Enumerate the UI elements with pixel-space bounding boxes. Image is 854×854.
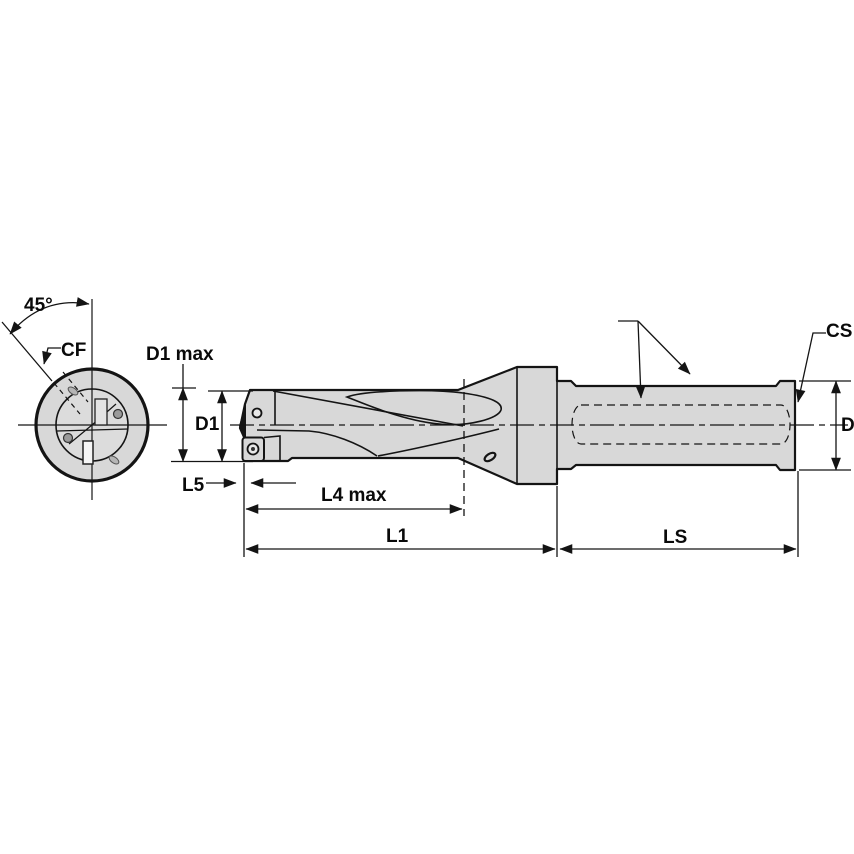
d1-max-label: D1 max <box>146 344 214 365</box>
angle-label: 45° <box>24 295 53 316</box>
flute-helix-line <box>272 390 464 427</box>
angle-annotation: 45° <box>1 295 90 382</box>
pocket-edge-lower <box>263 435 281 461</box>
center-insert-tip <box>239 402 246 440</box>
l5-label: L5 <box>182 475 205 496</box>
flute-lower-helix <box>377 428 500 457</box>
angle-reference-line <box>1 321 53 382</box>
dimension-d: D <box>799 380 854 471</box>
chamfer-hidden-line <box>62 371 89 403</box>
flute-runout <box>344 389 502 426</box>
dimension-l4-max: L4 max <box>245 379 465 516</box>
callout-arrow-flat <box>635 320 646 399</box>
cs-annotation: CS <box>795 321 852 403</box>
angle-arc <box>9 297 90 335</box>
d-label: D <box>841 415 854 436</box>
chamfer-hidden-line <box>53 382 81 415</box>
l4-max-label: L4 max <box>321 485 387 506</box>
shank-flat-hidden <box>571 404 791 445</box>
side-view <box>230 365 848 486</box>
callout-arrow-surface <box>637 320 691 375</box>
dimension-d1-max: D1 max <box>146 344 253 463</box>
l1-label: L1 <box>386 526 409 547</box>
insert-edge-face <box>82 440 94 465</box>
coolant-exit-hole <box>483 451 497 463</box>
front-view <box>18 299 167 500</box>
insert-screw <box>251 407 263 419</box>
coolant-hole <box>67 386 79 396</box>
dimension-ls: LS <box>559 471 799 557</box>
cf-annotation: CF <box>42 340 86 365</box>
cs-label: CS <box>826 321 852 342</box>
dimension-l1: L1 <box>245 486 558 557</box>
clamp-screw <box>62 432 74 444</box>
outer-insert-screw-center <box>251 447 255 451</box>
coolant-hole <box>108 455 120 465</box>
cs-leader <box>795 332 826 403</box>
ls-label: LS <box>663 527 687 548</box>
cf-label: CF <box>61 340 86 361</box>
shank-flat-callout <box>618 320 691 399</box>
dimension-l5: L5 <box>182 463 296 557</box>
d1-label: D1 <box>195 414 220 435</box>
dimension-d1: D1 <box>195 390 253 463</box>
cf-leader <box>42 347 61 365</box>
clamp-screw <box>112 408 124 420</box>
cutting-edge-line <box>56 428 129 432</box>
flute-lower-edge <box>256 429 378 457</box>
center-insert-step <box>94 398 108 426</box>
